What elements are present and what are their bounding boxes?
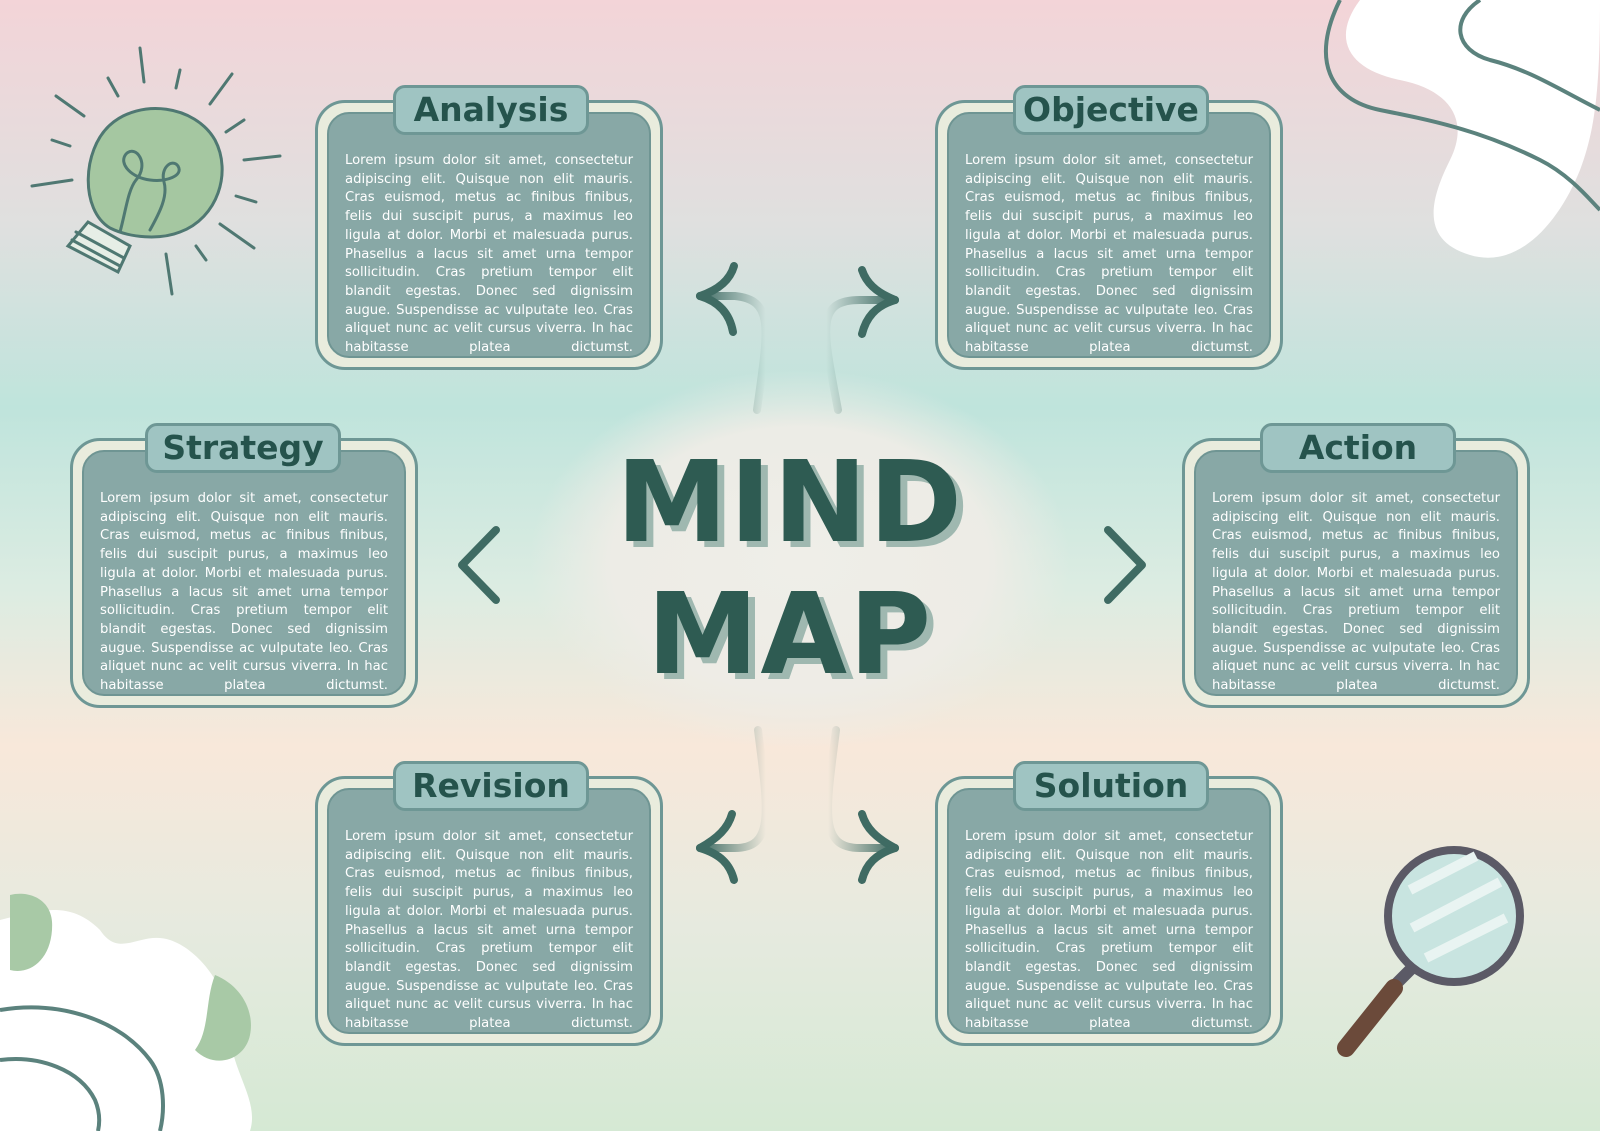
node-revision: Lorem ipsum dolor sit amet, consectetur …	[315, 761, 663, 1046]
title-line-2: MAP	[646, 570, 934, 700]
node-body-text: Lorem ipsum dolor sit amet, consectetur …	[345, 829, 633, 1032]
node-title: Strategy	[145, 423, 341, 473]
magnifying-glass-icon	[1337, 846, 1524, 1057]
node-solution: Lorem ipsum dolor sit amet, consectetur …	[935, 761, 1283, 1046]
top-right-blob	[1323, 0, 1600, 258]
node-body-text: Lorem ipsum dolor sit amet, consectetur …	[1212, 491, 1500, 694]
node-title: Objective	[1013, 85, 1209, 135]
node-title: Action	[1260, 423, 1456, 473]
node-strategy: Lorem ipsum dolor sit amet, consectetur …	[70, 423, 418, 708]
node-title: Revision	[393, 761, 589, 811]
title-line-1: MIND	[616, 438, 964, 568]
node-title: Solution	[1013, 761, 1209, 811]
node-title: Analysis	[393, 85, 589, 135]
node-analysis: Lorem ipsum dolor sit amet, consectetur …	[315, 85, 663, 370]
node-action: Lorem ipsum dolor sit amet, consectetur …	[1182, 423, 1530, 708]
node-body-text: Lorem ipsum dolor sit amet, consectetur …	[965, 153, 1253, 356]
node-body-text: Lorem ipsum dolor sit amet, consectetur …	[100, 491, 388, 694]
lightbulb-icon	[30, 46, 282, 296]
bottom-left-blob	[0, 893, 253, 1131]
node-objective: Lorem ipsum dolor sit amet, consectetur …	[935, 85, 1283, 370]
node-body-text: Lorem ipsum dolor sit amet, consectetur …	[345, 153, 633, 356]
node-body-text: Lorem ipsum dolor sit amet, consectetur …	[965, 829, 1253, 1032]
